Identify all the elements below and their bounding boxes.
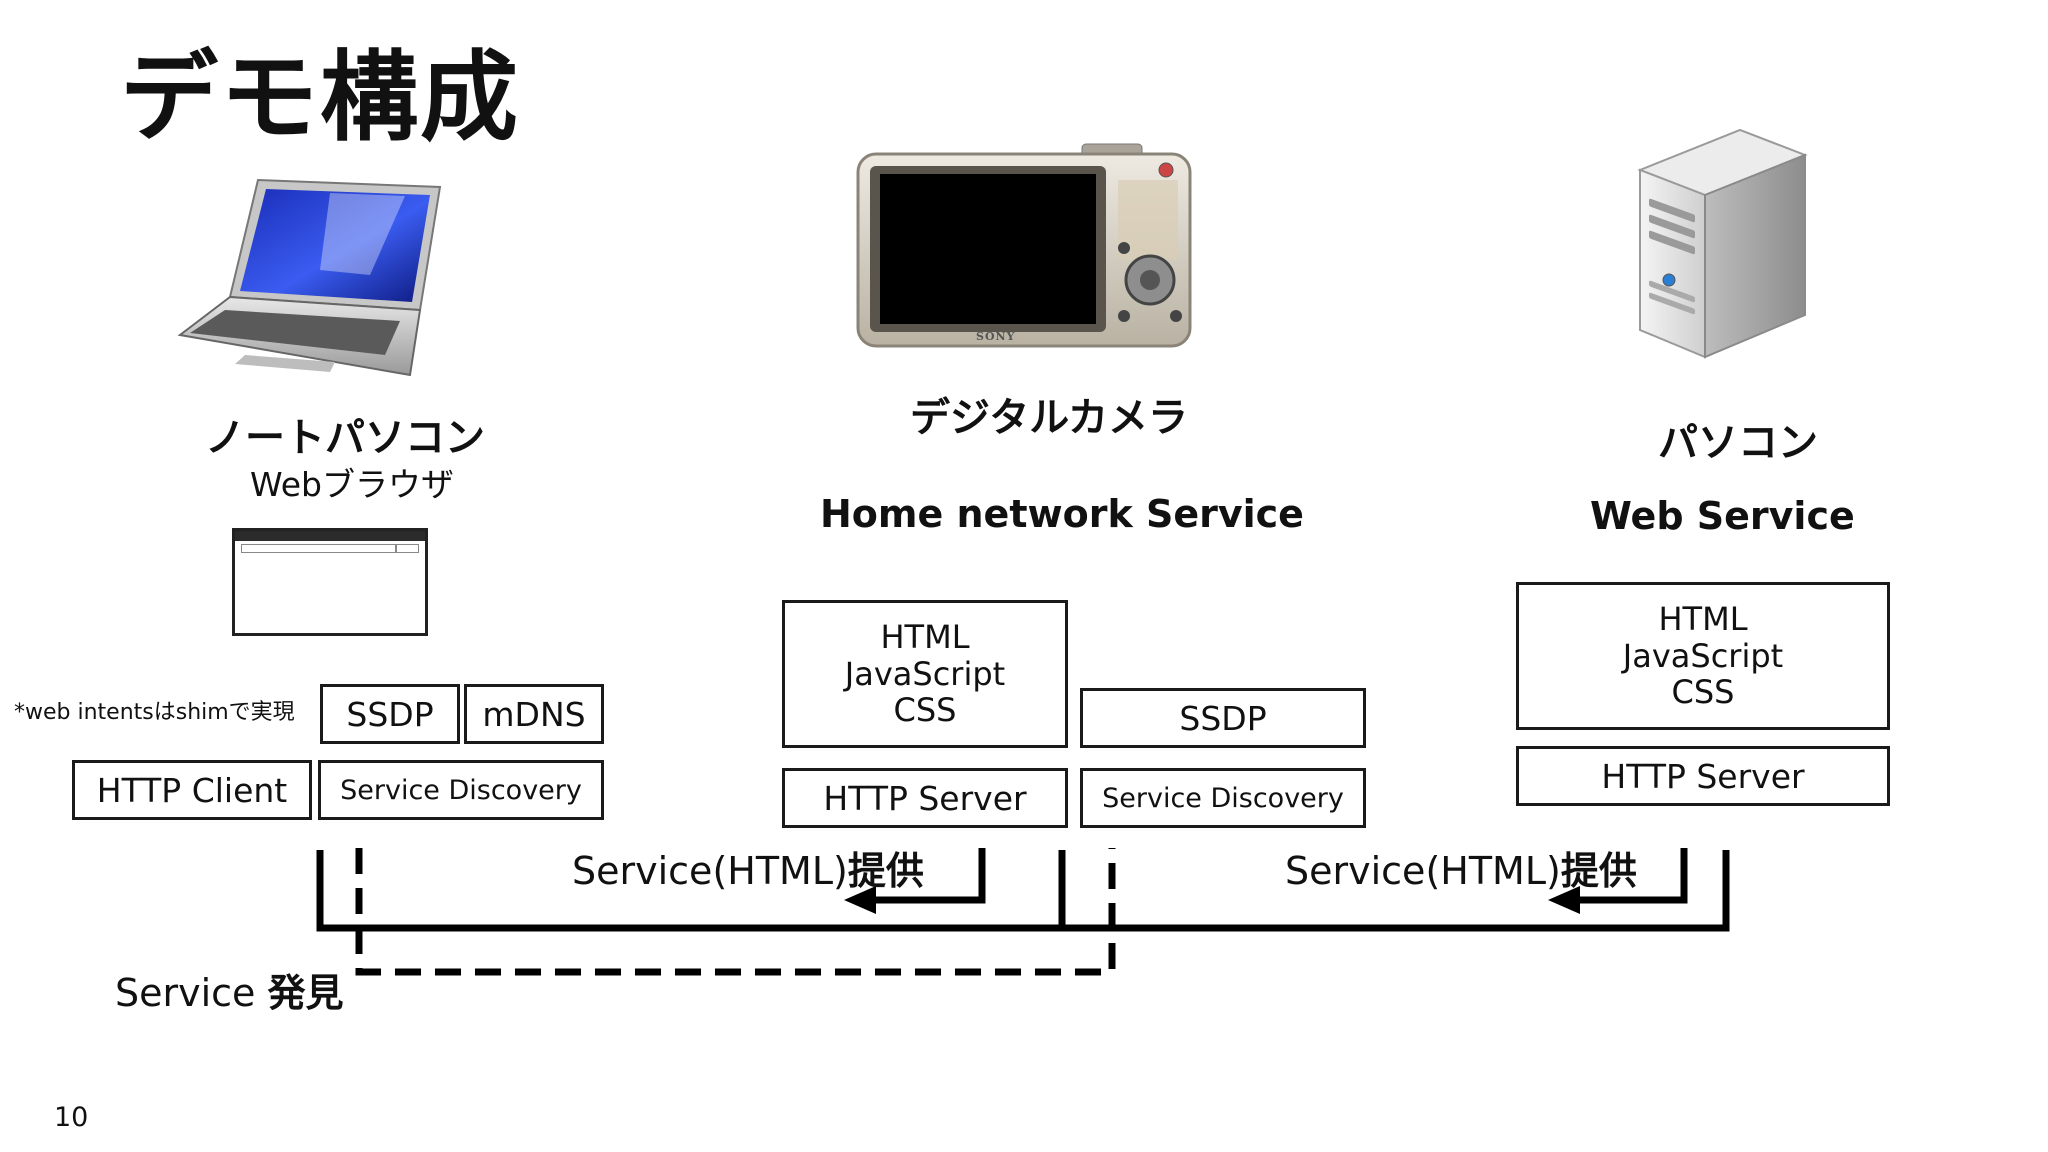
discovery-label-suffix: 発見 (267, 971, 344, 1015)
laptop-subtitle: Webブラウザ (250, 465, 454, 504)
camera-html-stack-box: HTML JavaScript CSS (782, 600, 1068, 748)
page-number: 10 (54, 1102, 89, 1133)
pc-html-stack-box: HTML JavaScript CSS (1516, 582, 1890, 730)
camera-icon (856, 143, 1192, 348)
provide-label-prefix: Service(HTML) (572, 849, 848, 893)
laptop-mdns-box: mDNS (464, 684, 604, 744)
discovery-label-prefix: Service (115, 971, 268, 1015)
server-icon (1637, 128, 1808, 359)
laptop-ssdp-box: SSDP (320, 684, 460, 744)
provide-label-pc: Service(HTML)提供 (1285, 840, 1637, 895)
discovery-connection-line (355, 848, 1116, 976)
camera-service-title: Home network Service (820, 492, 1304, 536)
slide-title: デモ構成 (120, 41, 521, 155)
laptop-service-discovery-box: Service Discovery (318, 760, 604, 820)
camera-ssdp-box: SSDP (1080, 688, 1366, 748)
camera-name: デジタルカメラ (910, 395, 1188, 441)
shim-note: *web intentsはshimで実現 (14, 700, 295, 725)
camera-service-discovery-box: Service Discovery (1080, 768, 1366, 828)
provide-label-suffix: 提供 (847, 849, 924, 893)
laptop-icon (177, 178, 442, 377)
provide-label-suffix: 提供 (1560, 849, 1637, 893)
provide-label-prefix: Service(HTML) (1285, 849, 1561, 893)
arrowhead-camera (844, 886, 876, 914)
discovery-label: Service 発見 (115, 962, 344, 1017)
provide-arrow-camera (868, 848, 986, 904)
http-connection-line (316, 850, 1730, 932)
pc-name: パソコン (1658, 420, 1818, 466)
laptop-name: ノートパソコン (205, 415, 485, 461)
browser-window-icon (232, 528, 428, 636)
provide-arrow-pc (1572, 848, 1688, 904)
http-client-box: HTTP Client (72, 760, 312, 820)
pc-http-server-box: HTTP Server (1516, 746, 1890, 806)
arrowhead-pc (1548, 886, 1580, 914)
camera-brand-label: SONY (976, 330, 1016, 343)
pc-service-title: Web Service (1590, 494, 1855, 538)
provide-label-camera: Service(HTML)提供 (572, 840, 924, 895)
camera-http-server-box: HTTP Server (782, 768, 1068, 828)
